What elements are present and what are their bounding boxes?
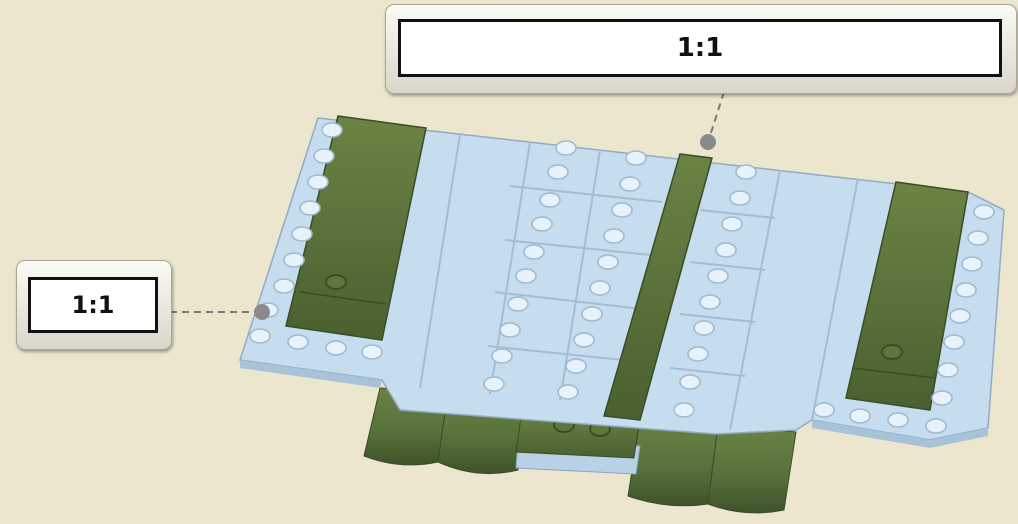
stud-21 <box>492 349 512 363</box>
stud-42 <box>674 403 694 417</box>
stud-12 <box>362 345 382 359</box>
stud-48 <box>944 335 964 349</box>
stud-13 <box>556 141 576 155</box>
stud-4 <box>300 201 320 215</box>
stud-46 <box>956 283 976 297</box>
stud-26 <box>604 229 624 243</box>
stud-23 <box>626 151 646 165</box>
stud-44 <box>968 231 988 245</box>
stud-29 <box>582 307 602 321</box>
stud-16 <box>532 217 552 231</box>
stud-37 <box>708 269 728 283</box>
olive-tile-right-stud <box>882 345 902 359</box>
stud-41 <box>680 375 700 389</box>
olive-tile-left-stud <box>326 275 346 289</box>
callout-top-label: 1:1 <box>398 19 1002 77</box>
stud-45 <box>962 257 982 271</box>
stud-24 <box>620 177 640 191</box>
stud-27 <box>598 255 618 269</box>
hinge-plate-right-outer <box>708 426 796 513</box>
stud-31 <box>566 359 586 373</box>
stud-54 <box>888 413 908 427</box>
stud-17 <box>524 245 544 259</box>
stud-14 <box>548 165 568 179</box>
stud-1 <box>322 123 342 137</box>
stud-10 <box>288 335 308 349</box>
stud-51 <box>926 419 946 433</box>
stud-39 <box>694 321 714 335</box>
stud-11 <box>326 341 346 355</box>
stud-36 <box>716 243 736 257</box>
callout-left: 1:1 <box>16 260 172 350</box>
leader-dot-top <box>700 134 716 150</box>
stud-30 <box>574 333 594 347</box>
stud-7 <box>274 279 294 293</box>
stud-6 <box>284 253 304 267</box>
callout-top: 1:1 <box>385 4 1017 94</box>
stud-43 <box>974 205 994 219</box>
stud-50 <box>932 391 952 405</box>
stud-53 <box>850 409 870 423</box>
stud-33 <box>736 165 756 179</box>
stud-18 <box>516 269 536 283</box>
stud-2 <box>314 149 334 163</box>
stud-5 <box>292 227 312 241</box>
stud-22 <box>484 377 504 391</box>
callout-left-label: 1:1 <box>28 277 158 333</box>
stud-28 <box>590 281 610 295</box>
stud-47 <box>950 309 970 323</box>
stud-25 <box>612 203 632 217</box>
stud-19 <box>508 297 528 311</box>
stud-20 <box>500 323 520 337</box>
stud-52 <box>814 403 834 417</box>
stud-35 <box>722 217 742 231</box>
stud-49 <box>938 363 958 377</box>
stud-15 <box>540 193 560 207</box>
stud-40 <box>688 347 708 361</box>
stud-9 <box>250 329 270 343</box>
stud-38 <box>700 295 720 309</box>
stud-34 <box>730 191 750 205</box>
leader-dot-left <box>254 304 270 320</box>
stud-3 <box>308 175 328 189</box>
stud-32 <box>558 385 578 399</box>
